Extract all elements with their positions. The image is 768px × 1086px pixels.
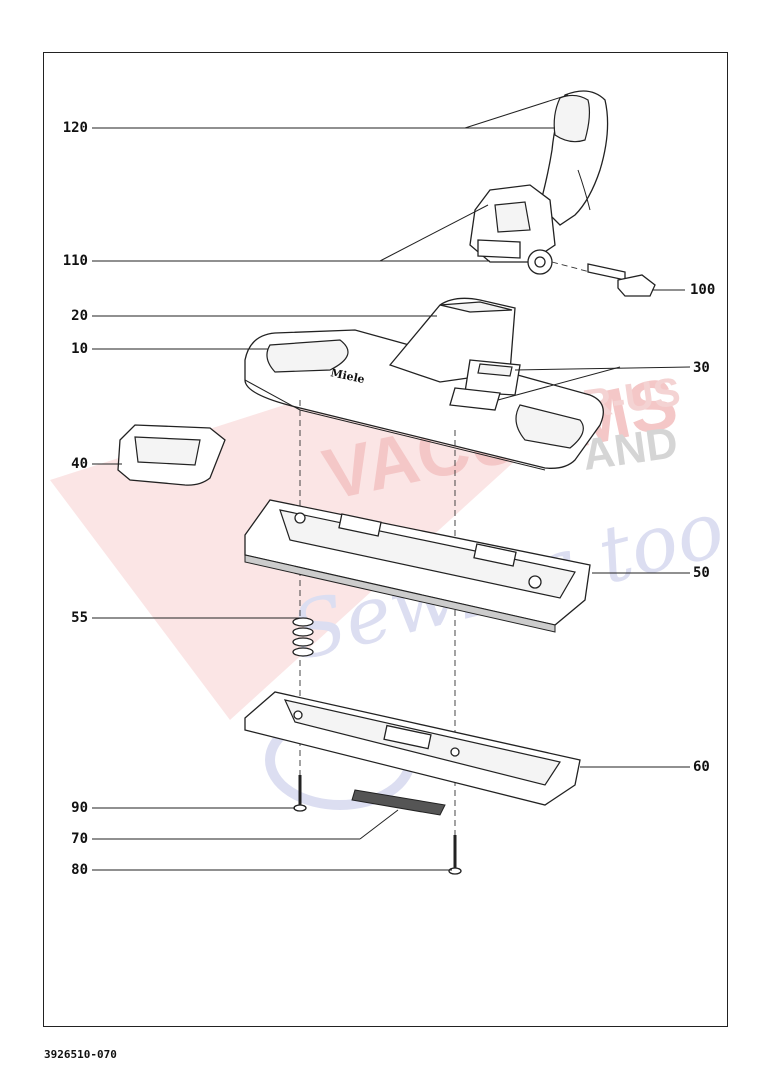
drawing-frame	[43, 52, 728, 1027]
callout-60: 60	[693, 759, 710, 775]
callout-10: 10	[71, 341, 88, 357]
callout-20: 20	[71, 308, 88, 324]
callout-90: 90	[71, 800, 88, 816]
part-70-strip	[351, 789, 446, 816]
callout-40: 40	[71, 456, 88, 472]
part-60-base-plate	[244, 691, 581, 806]
part-90-short-screw	[293, 775, 307, 812]
document-number: 3926510-070	[44, 1048, 117, 1061]
leader-lines	[92, 94, 691, 871]
part-100-axle-pin	[551, 261, 656, 297]
part-40-bracket	[117, 424, 226, 486]
callout-55: 55	[71, 610, 88, 626]
callout-100: 100	[690, 282, 716, 298]
part-80-long-screw	[448, 835, 462, 875]
callout-110: 110	[62, 253, 88, 269]
part-10-nozzle-housing: Miele	[244, 329, 604, 471]
callout-30: 30	[693, 360, 710, 376]
callout-80: 80	[71, 862, 88, 878]
part-120-swivel-neck	[539, 90, 609, 226]
callout-50: 50	[693, 565, 710, 581]
part-110-joint-housing	[469, 184, 556, 275]
part-30-pedal-switch	[449, 359, 521, 411]
part-55-spring	[292, 617, 314, 657]
part-50-brush-plate	[244, 499, 591, 633]
callout-120: 120	[62, 120, 88, 136]
callout-70: 70	[71, 831, 88, 847]
